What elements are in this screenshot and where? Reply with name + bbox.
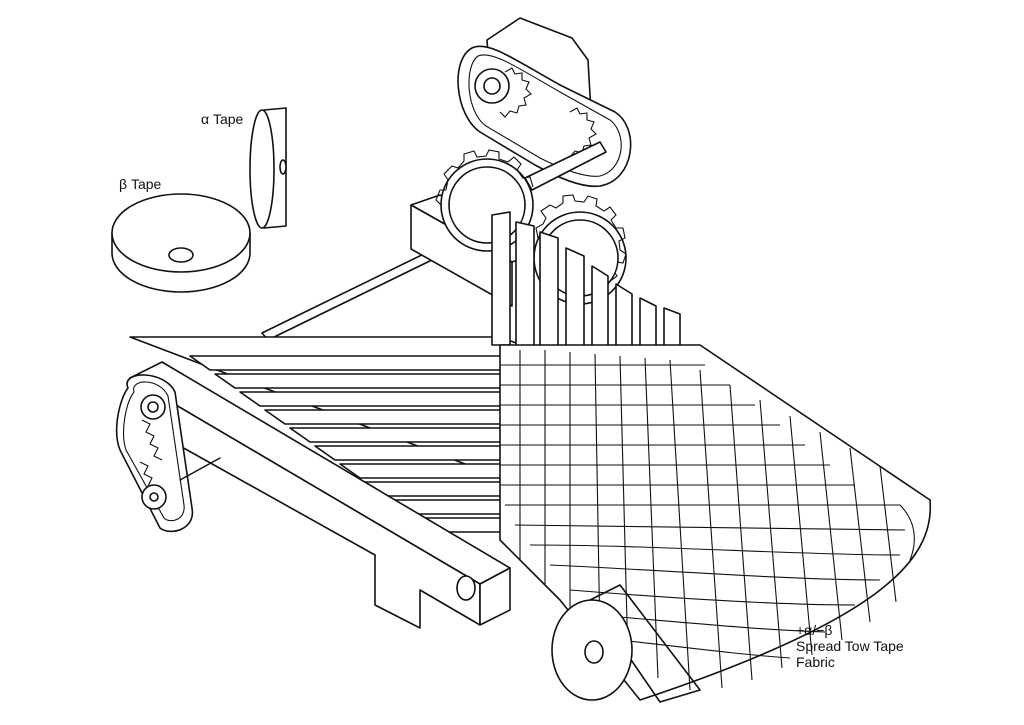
alpha-tape-label: α Tape xyxy=(201,111,244,127)
fabric-label-line2: Spread Tow Tape xyxy=(796,638,904,654)
fabric-label-line3: Fabric xyxy=(796,654,835,670)
beta-tape-roll xyxy=(111,193,251,293)
beta-tape-label: β Tape xyxy=(119,176,162,192)
front-frame-beam xyxy=(129,361,511,629)
fabric-label-line1: +α/−β xyxy=(796,622,833,638)
take-up-roller xyxy=(551,584,701,703)
front-rod xyxy=(179,457,221,481)
side-belt-drive xyxy=(115,374,193,533)
fabric-label: +α/−β Spread Tow Tape Fabric xyxy=(796,622,904,670)
drive-motor xyxy=(457,17,632,191)
back-rod xyxy=(261,247,441,341)
alpha-tape-roll xyxy=(249,107,287,229)
